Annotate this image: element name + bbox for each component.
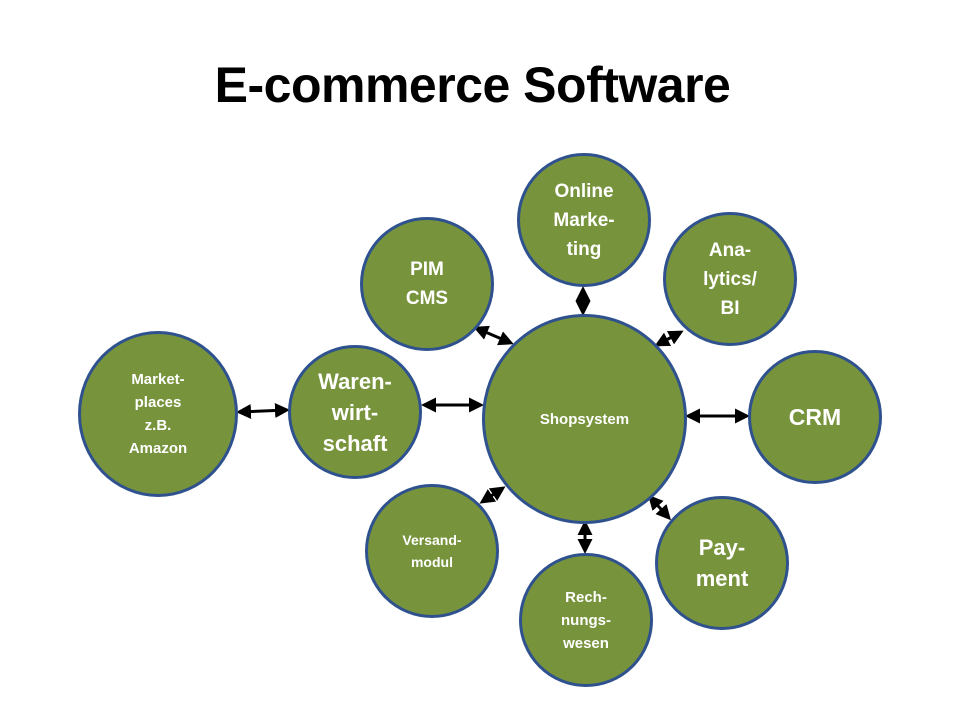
arrow-analytics-shopsystem: [654, 330, 684, 347]
node-marketplaces-label: Market- places z.B. Amazon: [128, 371, 188, 457]
node-rechnungswesen-label: Rech- nungs- wesen: [561, 588, 611, 652]
arrow-versand-shopsystem: [479, 486, 506, 504]
node-pim-cms-label: PIM CMS: [405, 259, 449, 309]
node-online-marketing[interactable]: Online Marke- ting: [517, 153, 651, 287]
node-analytics-bi[interactable]: Ana- lytics/ BI: [663, 212, 797, 346]
arrow-pim-shopsystem: [473, 325, 514, 346]
node-marketplaces[interactable]: Market- places z.B. Amazon: [78, 331, 238, 497]
node-shopsystem-label: Shopsystem: [539, 410, 630, 428]
node-analytics-bi-label: Ana- lytics/ BI: [703, 239, 757, 319]
node-warenwirtschaft-label: Waren- wirt- schaft: [318, 368, 392, 456]
node-payment[interactable]: Pay- ment: [655, 496, 789, 630]
node-payment-label: Pay- ment: [695, 535, 749, 591]
node-versandmodul[interactable]: Versand- modul: [365, 484, 499, 618]
node-versandmodul-label: Versand- modul: [402, 532, 462, 570]
node-rechnungswesen[interactable]: Rech- nungs- wesen: [519, 553, 653, 687]
node-crm-label: CRM: [788, 404, 842, 430]
page-title: E-commerce Software: [214, 57, 731, 113]
node-crm[interactable]: CRM: [748, 350, 882, 484]
arrow-payment-shopsystem: [647, 494, 672, 521]
node-online-marketing-label: Online Marke- ting: [553, 180, 615, 260]
node-pim-cms[interactable]: PIM CMS: [360, 217, 494, 351]
arrow-marketplaces-warenwirtschaft: [236, 403, 290, 419]
node-shopsystem[interactable]: Shopsystem: [482, 314, 687, 524]
node-warenwirtschaft[interactable]: Waren- wirt- schaft: [288, 345, 422, 479]
